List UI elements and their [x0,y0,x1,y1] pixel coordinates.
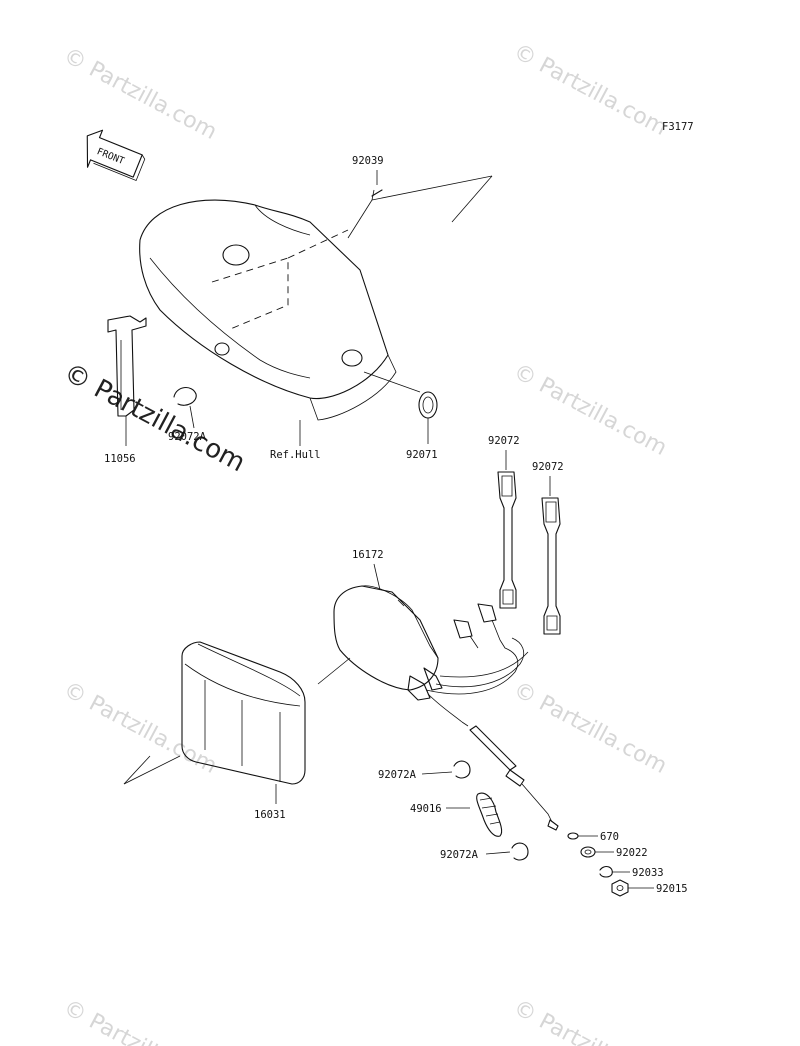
watermark: © Partzilla.com [59,677,221,779]
part-label-92072-a: 92072 [488,435,520,447]
part-92039: 92039 [352,155,384,197]
part-92072A-top: 92072A [168,387,207,443]
part-label-670: 670 [600,831,619,843]
watermark-layer: © Partzilla.com © Partzilla.com © Partzi… [59,39,671,1046]
watermark: © Partzilla.com [59,43,221,145]
part-label-92072A-top: 92072A [168,431,207,443]
part-92072-strap-b: 92072 [532,461,564,635]
part-label-92072-b: 92072 [532,461,564,473]
ref-hull-label: Ref.Hull [270,449,321,461]
part-16031: 16031 [123,641,306,821]
part-label-92033: 92033 [632,867,664,879]
watermark: © Partzilla.com [509,359,671,461]
front-arrow-icon: FRONT [86,129,146,181]
hull-assembly [139,175,493,421]
part-label-16172: 16172 [352,549,384,561]
watermark: © Partzilla.com [509,39,671,141]
part-label-92022: 92022 [616,847,648,859]
part-label-92039: 92039 [352,155,384,167]
part-label-92071: 92071 [406,449,438,461]
part-16172: 16172 [333,549,559,831]
part-11056: 11056 [104,315,147,465]
part-92072A-mid: 92072A [378,760,471,781]
part-49016: 49016 [410,792,503,837]
part-label-49016: 49016 [410,803,442,815]
part-92015: 92015 [611,879,688,897]
part-92022: 92022 [580,846,648,859]
part-label-16031: 16031 [254,809,286,821]
watermark: © Partzilla.com [509,677,671,779]
part-92071: 92071 [406,391,438,461]
watermark-overlay: © Partzilla.com [59,358,250,479]
part-92072A-bottom: 92072A [440,842,529,861]
watermark: © Partzilla.com [509,995,671,1046]
part-label-92015: 92015 [656,883,688,895]
watermark: © Partzilla.com [59,995,221,1046]
part-92033: 92033 [599,865,664,879]
part-670: 670 [567,831,619,843]
part-label-11056: 11056 [104,453,136,465]
part-92072-strap-a: 92072 [488,435,520,609]
part-label-92072A-mid: 92072A [378,769,417,781]
figure-code: F3177 [662,121,694,133]
part-label-92072A-bot: 92072A [440,849,479,861]
